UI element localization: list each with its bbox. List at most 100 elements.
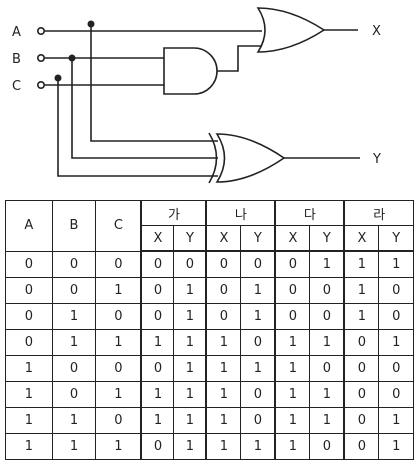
wire-a-tap <box>90 24 218 142</box>
table-cell: 0 <box>378 277 414 304</box>
table-cell: 1 <box>95 329 143 356</box>
table-cell: 1 <box>5 433 53 460</box>
subheader-ga-y: Y <box>173 225 208 252</box>
table-cell: 0 <box>205 277 242 304</box>
table-cell: 1 <box>274 329 311 356</box>
subheader-ga-x: X <box>140 225 175 252</box>
table-cell: 0 <box>240 407 277 434</box>
table-cell: 1 <box>274 407 311 434</box>
table-cell: 0 <box>140 250 175 278</box>
label-output-y: Y <box>372 152 381 167</box>
table-cell: 1 <box>95 381 143 408</box>
junction-b <box>68 54 76 62</box>
header-group-na: 나 <box>205 200 277 226</box>
table-cell: 0 <box>309 303 346 330</box>
table-cell: 1 <box>240 433 277 460</box>
or-gate <box>256 7 326 53</box>
table-cell: 1 <box>5 381 53 408</box>
table-cell: 0 <box>51 277 97 304</box>
junction-a <box>87 20 95 28</box>
label-input-a: A <box>12 25 21 40</box>
label-input-c: C <box>12 79 21 94</box>
table-cell: 1 <box>173 433 208 460</box>
table-cell: 1 <box>51 303 97 330</box>
table-cell: 0 <box>343 329 380 356</box>
label-input-b: B <box>12 52 21 67</box>
table-cell: 1 <box>51 433 97 460</box>
table-cell: 0 <box>205 303 242 330</box>
wire-b-tap <box>71 58 218 159</box>
table-cell: 0 <box>378 355 414 382</box>
header-input-a: A <box>5 200 53 252</box>
subheader-da-x: X <box>274 225 311 252</box>
table-cell: 0 <box>240 250 277 278</box>
table-cell: 0 <box>205 250 242 278</box>
input-a-terminal <box>36 26 45 35</box>
table-cell: 1 <box>309 250 346 278</box>
table-cell: 0 <box>140 355 175 382</box>
input-b-terminal <box>36 53 45 62</box>
logic-circuit-diagram: A B C X Y <box>12 7 381 184</box>
xor-gate <box>215 133 286 183</box>
subheader-ra-y: Y <box>378 225 414 252</box>
table-cell: 0 <box>309 433 346 460</box>
table-cell: 0 <box>343 381 380 408</box>
table-cell: 1 <box>378 329 414 356</box>
subheader-na-x: X <box>205 225 242 252</box>
table-cell: 0 <box>140 277 175 304</box>
table-cell: 1 <box>309 381 346 408</box>
input-c-terminal <box>36 81 45 90</box>
table-cell: 0 <box>309 277 346 304</box>
table-cell: 0 <box>240 329 277 356</box>
table-cell: 0 <box>173 250 208 278</box>
table-cell: 1 <box>173 303 208 330</box>
table-cell: 0 <box>378 303 414 330</box>
table-cell: 1 <box>95 433 143 460</box>
table-cell: 1 <box>274 381 311 408</box>
table-cell: 0 <box>95 303 143 330</box>
table-cell: 1 <box>5 407 53 434</box>
label-output-x: X <box>372 24 381 39</box>
table-cell: 1 <box>205 329 242 356</box>
table-cell: 1 <box>274 355 311 382</box>
table-cell: 0 <box>5 277 53 304</box>
table-cell: 1 <box>309 329 346 356</box>
table-cell: 0 <box>309 355 346 382</box>
table-cell: 1 <box>205 407 242 434</box>
header-group-ga: 가 <box>140 200 208 226</box>
table-cell: 0 <box>343 407 380 434</box>
table-cell: 0 <box>5 329 53 356</box>
table-cell: 1 <box>140 407 175 434</box>
table-cell: 1 <box>140 329 175 356</box>
table-cell: 0 <box>343 433 380 460</box>
table-cell: 1 <box>343 250 380 278</box>
table-cell: 1 <box>309 407 346 434</box>
table-cell: 0 <box>5 250 53 278</box>
table-cell: 1 <box>240 303 277 330</box>
header-input-c: C <box>95 200 143 252</box>
wire-and-out <box>217 45 262 72</box>
table-cell: 1 <box>205 433 242 460</box>
table-cell: 0 <box>5 303 53 330</box>
table-cell: 0 <box>343 355 380 382</box>
header-group-ra: 라 <box>343 200 415 226</box>
table-cell: 1 <box>51 329 97 356</box>
table-cell: 1 <box>5 355 53 382</box>
table-cell: 1 <box>173 277 208 304</box>
subheader-ra-x: X <box>343 225 380 252</box>
table-cell: 0 <box>51 250 97 278</box>
table-cell: 1 <box>51 407 97 434</box>
table-cell: 0 <box>378 381 414 408</box>
table-cell: 1 <box>173 329 208 356</box>
table-cell: 1 <box>378 250 414 278</box>
table-cell: 1 <box>343 277 380 304</box>
table-cell: 0 <box>95 250 143 278</box>
subheader-da-y: Y <box>309 225 346 252</box>
